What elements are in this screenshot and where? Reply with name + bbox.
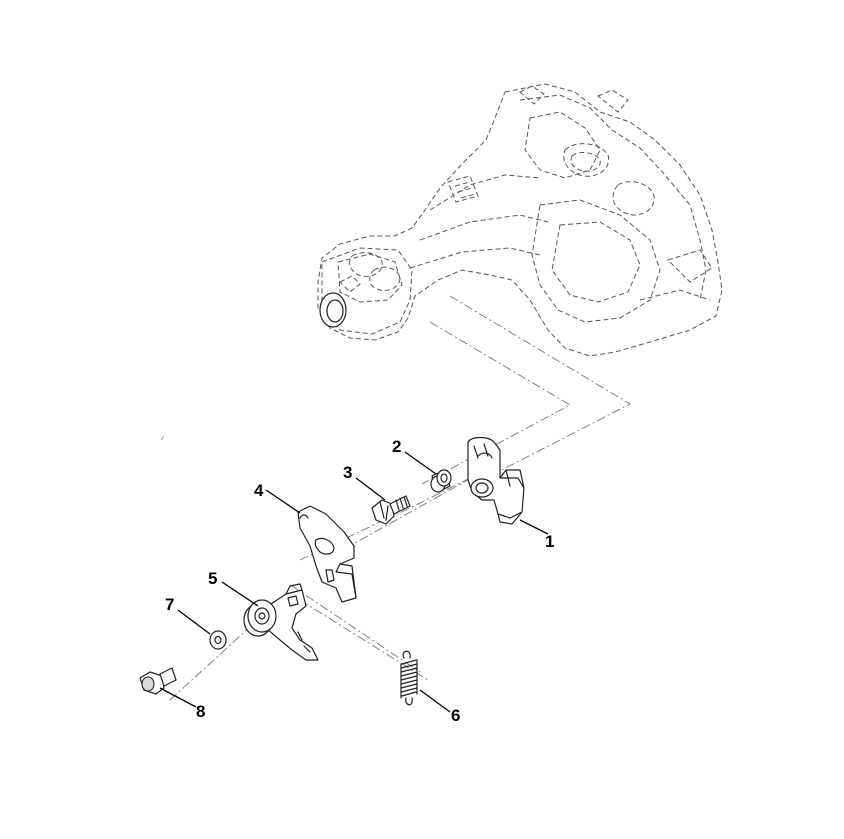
part-washer[interactable]: [209, 630, 227, 650]
callout-5[interactable]: 5: [208, 569, 217, 588]
part-bracket[interactable]: [467, 436, 525, 525]
callout-2[interactable]: 2: [392, 437, 401, 456]
callout-labels: 1 2 3 4 5 6 7 8: [165, 437, 554, 725]
callout-7[interactable]: 7: [165, 595, 174, 614]
part-spacer[interactable]: [430, 469, 452, 493]
part-plate[interactable]: [297, 505, 357, 603]
part-arm-pulley[interactable]: [243, 583, 319, 661]
part-bolt[interactable]: [371, 495, 411, 525]
stray-mark: [160, 435, 165, 441]
callout-6[interactable]: 6: [451, 706, 460, 725]
transaxle-housing: [317, 83, 723, 357]
part-shoulder-bolt[interactable]: [139, 667, 177, 695]
callout-8[interactable]: 8: [196, 702, 205, 721]
part-spring[interactable]: [400, 650, 418, 706]
callout-1[interactable]: 1: [545, 532, 554, 551]
callout-3[interactable]: 3: [343, 463, 352, 482]
callout-4[interactable]: 4: [254, 481, 264, 500]
leader-lines: [159, 451, 549, 713]
